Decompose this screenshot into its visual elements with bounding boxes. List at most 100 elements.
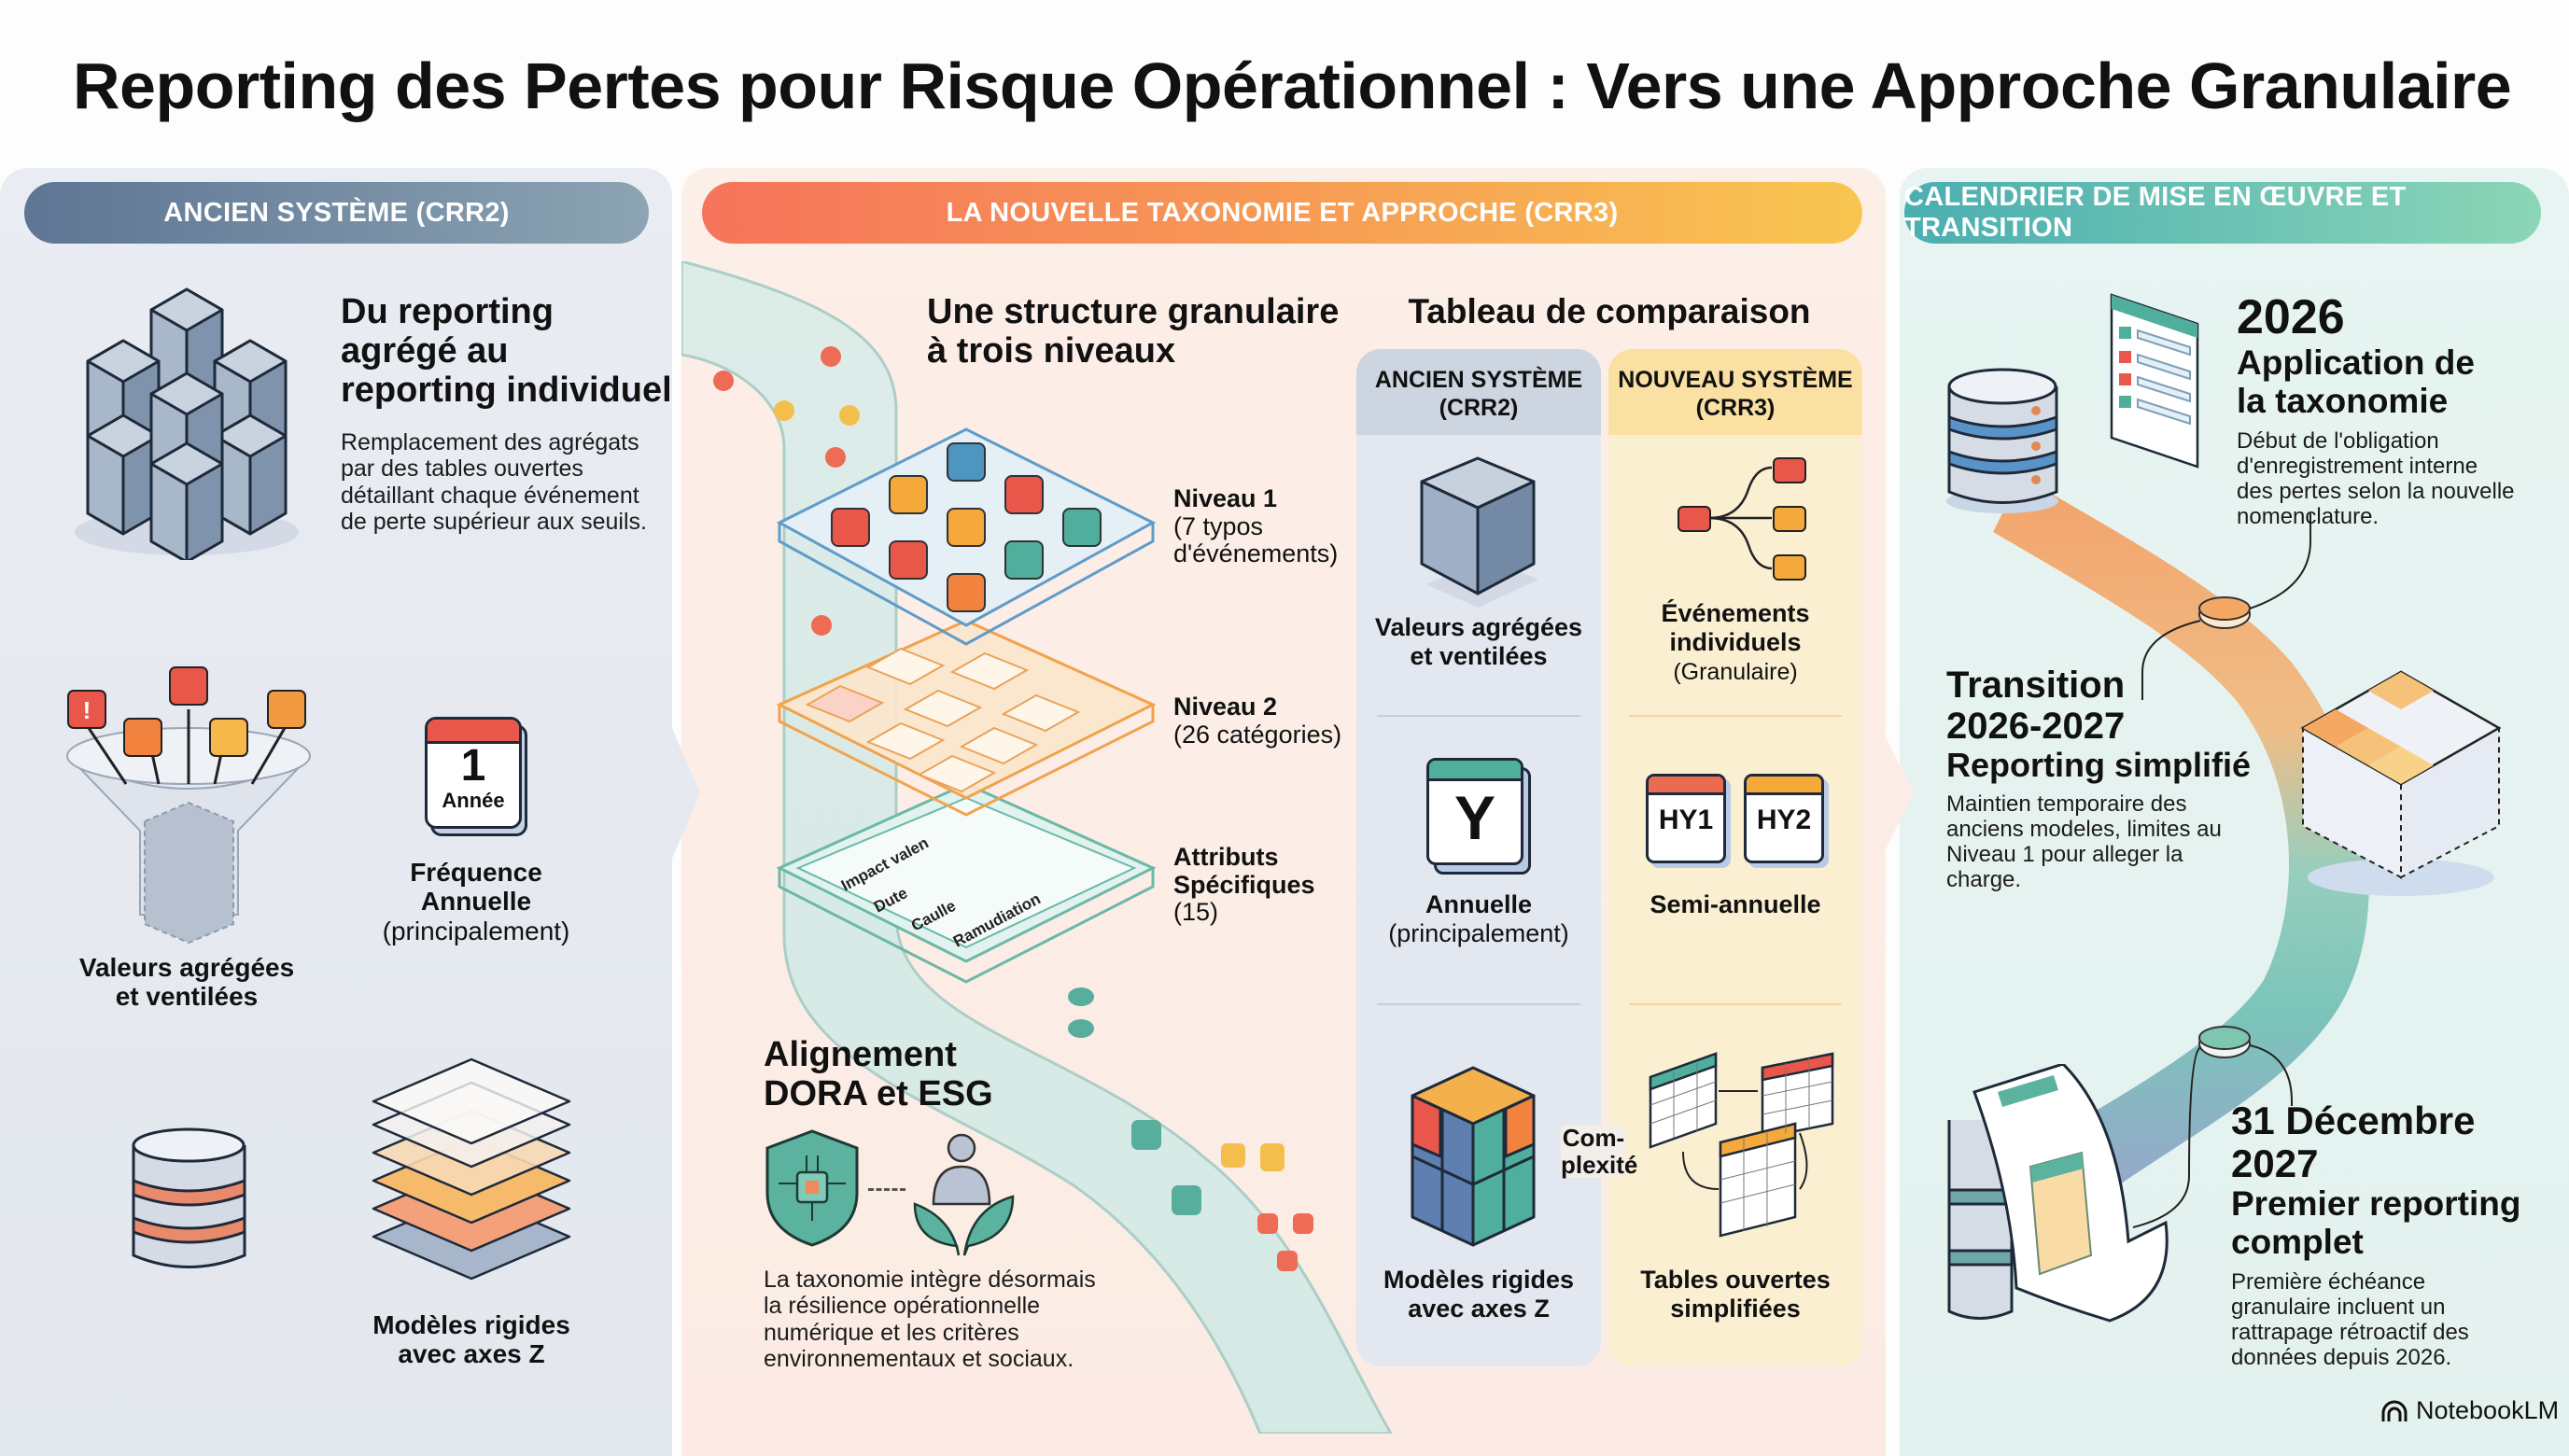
header-line: (CRR3) xyxy=(1695,395,1776,421)
label-line: Valeurs agrégées xyxy=(78,953,295,982)
header-line: ANCIEN SYSTÈME xyxy=(1374,367,1583,393)
label-line: et ventilées xyxy=(115,981,259,1011)
heading-line: agrégé au xyxy=(341,330,509,371)
dora-shield-chip-icon xyxy=(765,1129,859,1247)
new-row2-label: Semi-annuelle xyxy=(1608,890,1862,919)
open-tables-icon xyxy=(1649,1052,1834,1238)
calendar-text: HY2 xyxy=(1756,805,1812,835)
hy2-calendar-icon: HY2 xyxy=(1744,774,1828,867)
cell-line: Valeurs agrégées xyxy=(1374,613,1583,641)
structure-title: Une structure granulaire à trois niveaux xyxy=(927,292,1340,371)
annual-calendar-icon: Y xyxy=(1426,758,1531,875)
milestone-2027-text: 31 Décembre 2027 Premier reporting compl… xyxy=(2231,1099,2520,1370)
calendar-one-year-icon: 1 Année xyxy=(425,717,529,838)
label-line: Annuelle xyxy=(420,886,532,916)
calendar-text: HY1 xyxy=(1658,805,1714,835)
body-line: par des tables ouvertes xyxy=(341,455,583,483)
calendar-letter: Y xyxy=(1453,783,1496,852)
comparison-title: Tableau de comparaison xyxy=(1408,292,1811,330)
row-divider xyxy=(1629,1003,1842,1005)
cell-note: (principalement) xyxy=(1388,919,1569,948)
server-database-icon xyxy=(1946,368,2058,513)
cell-line: individuels xyxy=(1669,628,1802,657)
cell-line: simplifiées xyxy=(1670,1295,1801,1323)
milestone-marker-2026 xyxy=(2198,596,2251,629)
level-3-attributes-layer: Impact valen Dute Caulle Ramudiation xyxy=(776,782,1157,984)
body-line: Début de l'obligation xyxy=(2237,427,2439,454)
new-column-header: NOUVEAU SYSTÈME(CRR3) xyxy=(1608,349,1862,435)
database-icon xyxy=(132,1127,246,1268)
cell-line: et ventilées xyxy=(1410,642,1548,671)
label-line: Modèles rigides xyxy=(372,1310,570,1339)
body-line: Maintien temporaire des xyxy=(1946,791,2187,817)
aggregation-funnel-icon: ! xyxy=(66,666,311,945)
title-line: à trois niveaux xyxy=(927,330,1176,371)
title-line: DORA et ESG xyxy=(764,1073,993,1113)
body-line: environnementaux et sociaux. xyxy=(764,1345,1074,1372)
level-title: Niveau 1 xyxy=(1173,484,1278,512)
body-line: la résilience opérationnelle xyxy=(764,1293,1041,1320)
cell-line: Annuelle xyxy=(1425,890,1532,918)
cell-note: (Granulaire) xyxy=(1673,659,1798,686)
row-divider xyxy=(1377,1003,1580,1005)
milestone-title: Application de xyxy=(2237,343,2475,383)
label-line: plexité xyxy=(1561,1150,1638,1179)
header-line: NOUVEAU SYSTÈME xyxy=(1618,367,1853,393)
body-line: rattrapage rétroactif des xyxy=(2231,1319,2469,1345)
milestone-2026-text: 2026 Application de la taxonomie Début d… xyxy=(2237,290,2515,529)
page-title: Reporting des Pertes pour Risque Opérati… xyxy=(73,49,2512,122)
svg-text:!: ! xyxy=(83,696,91,724)
milestone-date: 31 Décembre xyxy=(2231,1099,2476,1142)
title-line: Alignement xyxy=(764,1035,957,1074)
milestone-title: Premier reporting xyxy=(2231,1184,2521,1224)
level-desc: (7 typos xyxy=(1173,511,1264,540)
body-line: Remplacement des agrégats xyxy=(341,429,639,455)
milestone-transition-text: Transition 2026-2027 Reporting simplifié… xyxy=(1946,665,2251,892)
milestone-date: 2026-2027 xyxy=(1946,706,2126,747)
milestone-title: Reporting simplifié xyxy=(1946,746,2252,784)
level-2-label: Niveau 2 (26 catégories) xyxy=(1173,693,1341,749)
old-system-header: ANCIEN SYSTÈME (CRR2) xyxy=(24,182,649,244)
complexity-label: Com- plexité xyxy=(1561,1125,1638,1179)
new-taxonomy-header: LA NOUVELLE TAXONOMIE ET APPROCHE (CRR3) xyxy=(702,182,1862,244)
funnel-label: Valeurs agrégées et ventilées xyxy=(47,953,327,1012)
cell-line: Événements xyxy=(1661,599,1810,627)
level-1-event-types-layer xyxy=(776,427,1157,646)
notebooklm-brand: NotebookLM xyxy=(2380,1396,2559,1425)
body-line: numérique et les critères xyxy=(764,1319,1019,1346)
chevron-divider-right xyxy=(1872,728,1914,859)
body-line: granulaire incluent un xyxy=(2231,1294,2446,1320)
level-3-label: Attributs Spécifiques (15) xyxy=(1173,843,1341,927)
label-line: avec axes Z xyxy=(398,1338,545,1368)
hy1-calendar-icon: HY1 xyxy=(1646,774,1730,867)
alignment-body: La taxonomie intègre désormais la résili… xyxy=(764,1267,1096,1372)
title-line: Une structure granulaire xyxy=(927,292,1340,331)
cell-line: Modèles rigides xyxy=(1383,1266,1575,1294)
calendar-number: 1 xyxy=(460,741,486,791)
cell-line: Tables ouvertes xyxy=(1640,1266,1831,1294)
milestone-date: 2026 xyxy=(2237,290,2345,344)
calendar-label: Année xyxy=(442,789,505,812)
aggregate-cube-icon xyxy=(1420,456,1538,608)
esg-person-leaf-icon xyxy=(913,1133,1015,1256)
simplified-grid-cube-icon xyxy=(2300,670,2502,896)
header-line: (CRR2) xyxy=(1439,395,1519,421)
milestone-title: complet xyxy=(2231,1223,2364,1262)
old-column-header: ANCIEN SYSTÈME(CRR2) xyxy=(1356,349,1601,435)
body-line: d'enregistrement interne xyxy=(2237,453,2478,479)
connector-dash xyxy=(868,1188,905,1191)
left-body: Remplacement des agrégats par des tables… xyxy=(341,429,647,535)
body-line: des pertes selon la nouvelle xyxy=(2237,478,2515,504)
label-line: Fréquence xyxy=(410,858,542,887)
interlinked-cubes-icon xyxy=(75,287,299,560)
row-divider xyxy=(1377,715,1580,717)
body-line: charge. xyxy=(1946,866,2022,892)
milestone-date: 2027 xyxy=(2231,1141,2319,1186)
stacked-layers-icon xyxy=(372,1057,571,1281)
milestone-marker-2027 xyxy=(2198,1026,2251,1058)
level-1-label: Niveau 1 (7 typos d'événements) xyxy=(1173,484,1338,568)
